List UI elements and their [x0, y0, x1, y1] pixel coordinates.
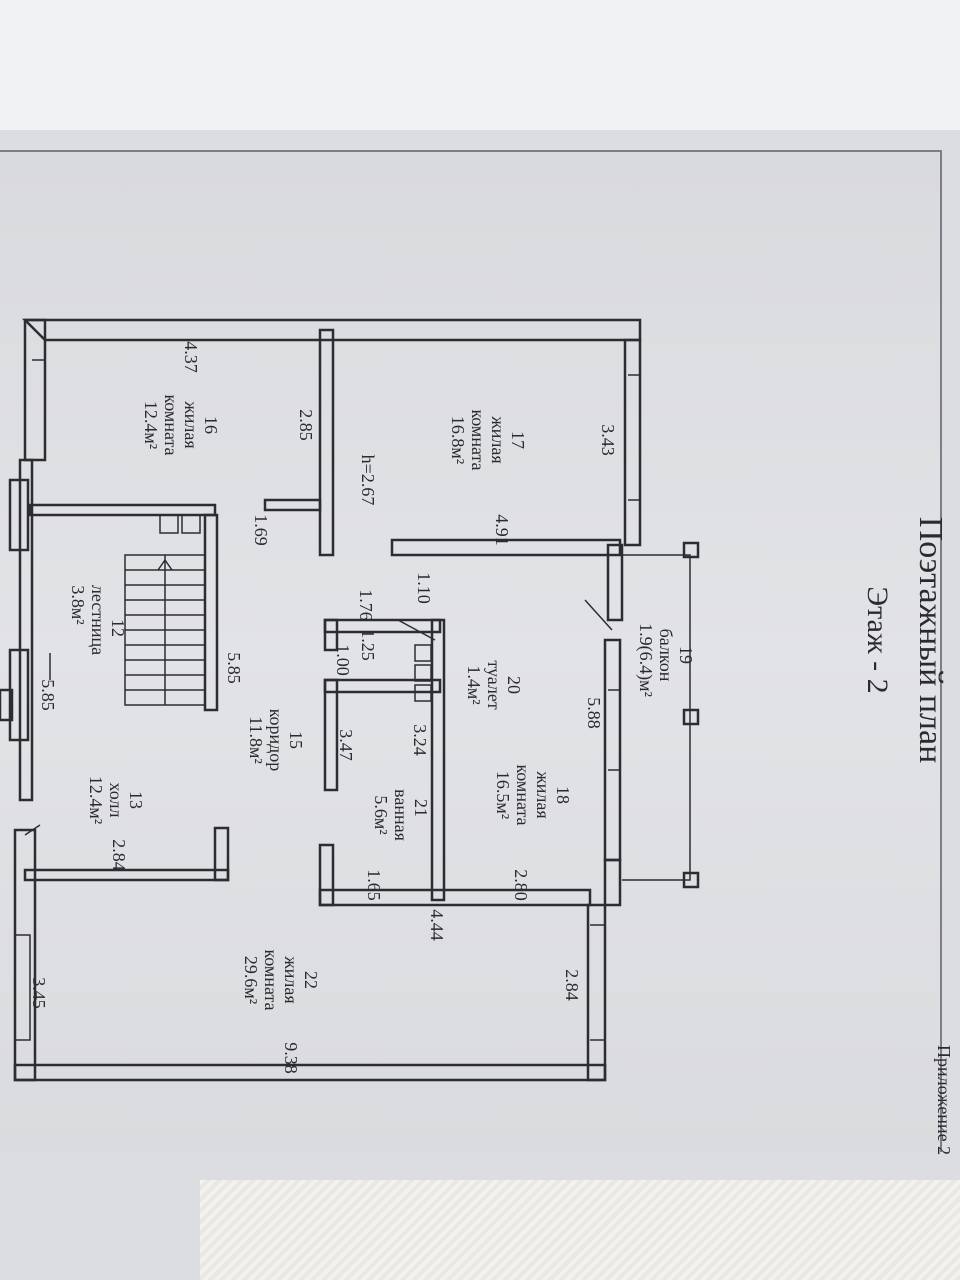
- room-20-area: 1.4м²: [464, 665, 484, 704]
- window-room17: [628, 374, 641, 501]
- dim-1-76: 1.76: [356, 589, 376, 621]
- room-19-num: 19: [676, 646, 696, 664]
- room-12-num: 12: [108, 619, 128, 637]
- photo-background: [0, 0, 960, 135]
- room-22-type: жилая: [281, 955, 301, 1003]
- room-18-num: 18: [553, 786, 573, 804]
- room-19-type: балкон: [656, 629, 676, 682]
- dim-4-37: 4.37: [181, 341, 201, 373]
- window-frame-left-2: [8, 648, 30, 742]
- room-17-type: жилая: [488, 415, 508, 463]
- room-18-type2: комната: [513, 764, 533, 825]
- room-15-num: 15: [286, 731, 306, 749]
- room-13-num: 13: [126, 791, 146, 809]
- room-17-type2: комната: [468, 409, 488, 470]
- room-16-type2: комната: [161, 394, 181, 455]
- room-22-type2: комната: [261, 949, 281, 1010]
- wall-corridor: [323, 678, 339, 792]
- room-21-area: 5.6м²: [371, 795, 391, 834]
- ceiling-height-note: h=2.67: [358, 455, 378, 506]
- dim-3-24: 3.24: [410, 724, 430, 756]
- balcony-marker-1: [682, 541, 700, 559]
- room-16-type: жилая: [181, 400, 201, 448]
- wall-interior-17-balcony: [390, 538, 622, 557]
- dim-1-65: 1.65: [364, 869, 384, 901]
- wall-bath-left: [318, 843, 335, 907]
- room-20-type: туалет: [484, 660, 504, 710]
- dim-5-85-b: 5.85: [38, 679, 58, 711]
- dim-9-38: 9.38: [281, 1042, 301, 1074]
- wall-right-top: [623, 338, 642, 547]
- wall-right-bottom: [586, 903, 607, 1082]
- hall-door: [24, 824, 41, 836]
- room-18-area: 16.5м²: [493, 771, 513, 819]
- dim-2-85: 2.85: [296, 409, 316, 441]
- ventilation-icons: [159, 514, 432, 702]
- appendix-label: Приложение 2: [934, 1045, 954, 1155]
- room-19-area: 1.9(6.4)м²: [635, 623, 656, 697]
- balcony-door: [584, 599, 613, 631]
- dim-3-43: 3.43: [598, 424, 618, 456]
- dim-3-47: 3.47: [336, 729, 356, 761]
- plan-page: [0, 150, 942, 1152]
- room-15-type: коридор: [266, 709, 286, 772]
- wall-stub: [263, 498, 322, 512]
- dim-4-44: 4.44: [427, 909, 447, 941]
- room-22-num: 22: [301, 971, 321, 989]
- dim-3-45: 3.45: [29, 977, 49, 1009]
- room-21-type: ванная: [391, 789, 411, 841]
- room-15-area: 11.8м²: [246, 716, 266, 764]
- room-16-num: 16: [201, 416, 221, 434]
- room-16-area: 12.4м²: [141, 401, 161, 449]
- table-surface: [200, 1180, 960, 1280]
- room-17-num: 17: [508, 431, 528, 449]
- window-left-1: [32, 359, 46, 461]
- plan-title: Поэтажный план: [912, 517, 949, 764]
- room-22-area: 29.6м²: [241, 956, 261, 1004]
- room-13-type: холл: [106, 782, 126, 817]
- room-12-type: лестница: [88, 585, 108, 655]
- wall-interior-16-17: [318, 328, 335, 557]
- dim-1-25: 1.25: [358, 629, 378, 661]
- wall-right-mid: [606, 543, 624, 622]
- window-room18: [608, 689, 621, 771]
- dim-5-88: 5.88: [584, 697, 604, 729]
- room-17-area: 16.8м²: [448, 416, 468, 464]
- window-room22: [590, 924, 606, 1041]
- room-20-num: 20: [504, 676, 524, 694]
- wall-wc-left: [323, 618, 339, 652]
- floor-label: Этаж - 2: [861, 586, 894, 693]
- wall-bath-right: [430, 618, 446, 902]
- dim-1-10: 1.10: [414, 572, 434, 604]
- wc-door: [397, 619, 436, 641]
- wall-left-2: [18, 458, 34, 802]
- room-12-area: 3.8м²: [68, 585, 88, 624]
- dim-2-84-b: 2.84: [562, 969, 582, 1001]
- wall-right-corner: [603, 858, 622, 907]
- dim-4-91: 4.91: [492, 514, 512, 546]
- dim-2-80: 2.80: [511, 869, 531, 901]
- balcony-marker-3: [682, 871, 700, 889]
- room-21-num: 21: [411, 799, 431, 817]
- wall-hall-stub: [213, 826, 230, 882]
- room-18-type: жилая: [533, 770, 553, 818]
- window-frame-left-1: [8, 478, 30, 552]
- window-frame-left-3: [0, 688, 14, 722]
- stairs: [124, 554, 206, 706]
- room-13-area: 12.4м²: [86, 776, 106, 824]
- dim-5-85-a: 5.85: [224, 652, 244, 684]
- dim-2-84-a: 2.84: [109, 839, 129, 871]
- dim-1-69: 1.69: [251, 514, 271, 546]
- balcony-outline: [622, 554, 691, 881]
- balcony-marker-2: [682, 708, 700, 726]
- dim-1-00: 1.00: [333, 644, 353, 676]
- window-left-bottom: [15, 934, 31, 1041]
